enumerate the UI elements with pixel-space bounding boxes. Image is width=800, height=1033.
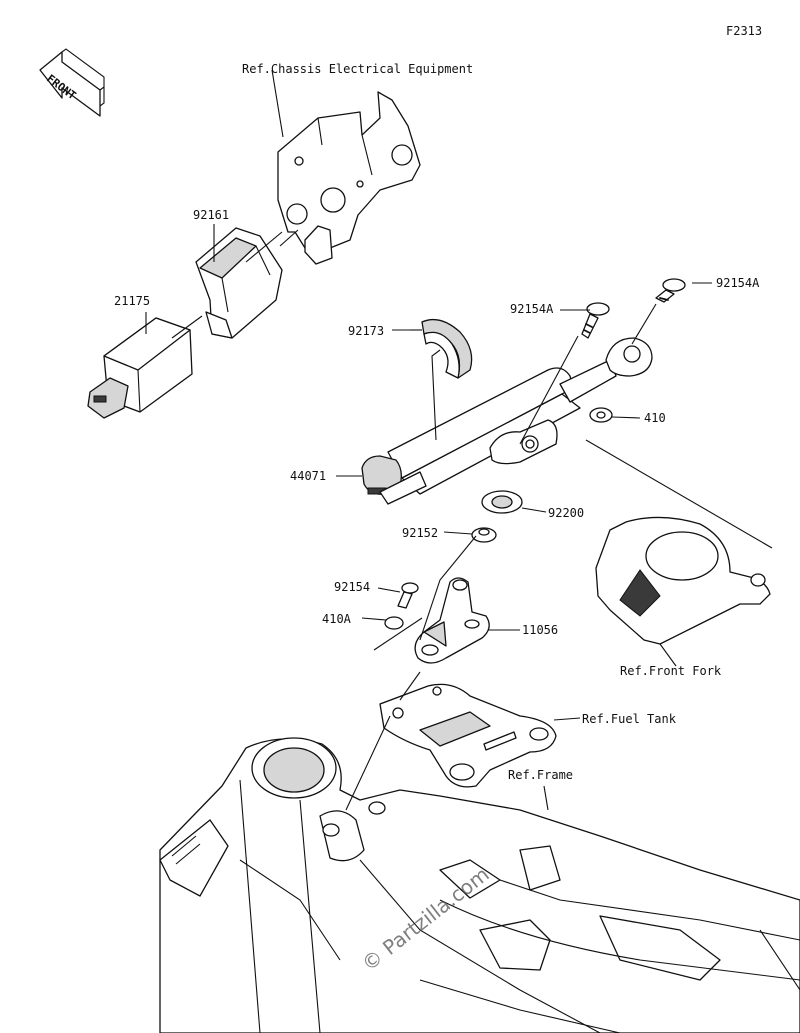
part-label-410A[interactable]: 410A (322, 612, 351, 626)
part-92173-band (410, 318, 473, 379)
part-92154-bolt (397, 582, 419, 609)
part-92161-holder (195, 227, 299, 339)
part-label-92173[interactable]: 92173 (348, 324, 385, 338)
part-label-92154A-right[interactable]: 92154A (716, 276, 760, 290)
part-11056-bracket (414, 577, 490, 664)
chassis-electrical-bracket (271, 69, 421, 265)
ref-frame-label[interactable]: Ref.Frame (508, 768, 574, 782)
figure-code: F2313 (726, 24, 763, 38)
part-410A-washer (384, 616, 404, 630)
part-label-11056[interactable]: 11056 (522, 623, 559, 637)
part-92152-collar (471, 527, 497, 543)
part-92154A-screw-left (581, 302, 610, 339)
frame (159, 737, 800, 1033)
part-410-washer (589, 407, 613, 423)
ref-fuel-tank-label[interactable]: Ref.Fuel Tank (582, 712, 676, 726)
leader-lines (145, 224, 712, 811)
part-label-92200[interactable]: 92200 (548, 506, 585, 520)
part-92200-washer (481, 490, 523, 514)
part-label-21175[interactable]: 21175 (114, 294, 151, 308)
part-label-92154[interactable]: 92154 (334, 580, 371, 594)
part-label-92154A-left[interactable]: 92154A (510, 302, 554, 316)
front-arrow-icon (39, 48, 105, 117)
ref-chassis-electrical-label[interactable]: Ref.Chassis Electrical Equipment (242, 62, 474, 76)
ref-front-fork-label[interactable]: Ref.Front Fork (620, 664, 722, 678)
part-21175-ecu (87, 315, 203, 419)
part-44071-steering-damper (361, 337, 653, 505)
part-92154A-screw-right (655, 278, 686, 303)
part-label-92152[interactable]: 92152 (402, 526, 439, 540)
part-label-92161[interactable]: 92161 (193, 208, 230, 222)
front-fork-clamp (585, 439, 773, 645)
fuel-tank-bracket (379, 683, 557, 788)
part-label-44071[interactable]: 44071 (290, 469, 327, 483)
part-label-410[interactable]: 410 (644, 411, 666, 425)
